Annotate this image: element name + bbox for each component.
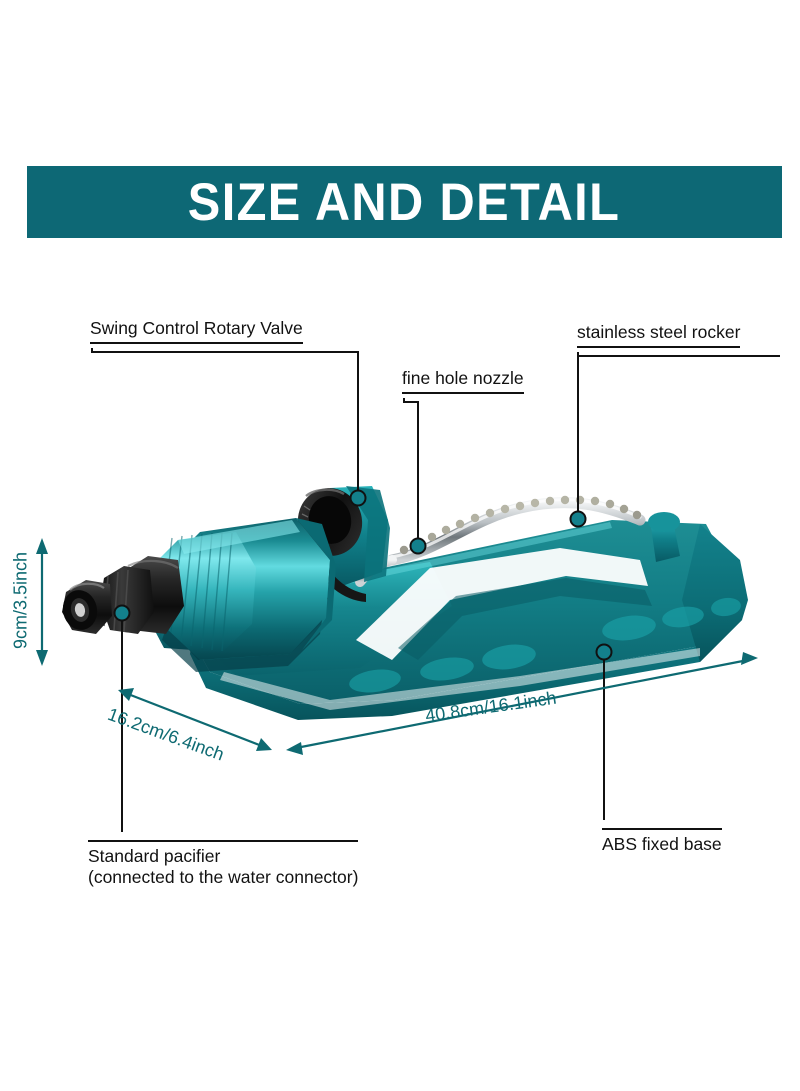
callout-swing-control-rotary-valve: Swing Control Rotary Valve	[90, 318, 303, 345]
abs-fixed-base-graphic	[190, 520, 748, 720]
callout-stainless-steel-rocker: stainless steel rocker	[577, 322, 741, 349]
standard-pacifier-graphic	[62, 556, 184, 634]
callout-standard-pacifier: Standard pacifier (connected to the wate…	[88, 840, 359, 889]
banner-title: SIZE AND DETAIL	[188, 172, 621, 232]
teal-cylinder-body-graphic	[146, 518, 336, 672]
dot-swing-valve	[349, 489, 367, 507]
callout-fine-hole-nozzle: fine hole nozzle	[402, 368, 524, 395]
stainless-steel-rocker-graphic	[355, 495, 680, 587]
callout-leader-dots	[113, 489, 613, 661]
dot-stainless-rocker	[569, 510, 587, 528]
dot-fine-hole-nozzle	[409, 537, 427, 555]
callout-standard-pacifier-line1: Standard pacifier	[88, 846, 221, 866]
callout-standard-pacifier-line2: (connected to the water connector)	[88, 867, 359, 888]
leader-fine-hole-nozzle	[403, 398, 419, 543]
dot-standard-pacifier	[113, 604, 131, 622]
callout-abs-fixed-base: ABS fixed base	[602, 828, 722, 855]
leader-swing-valve	[91, 348, 359, 496]
dimension-label-width: 40.8cm/16.1inch	[424, 687, 558, 726]
swing-control-rotary-valve-graphic	[294, 486, 390, 602]
dimension-arrow-height	[36, 538, 48, 666]
leader-stainless-rocker	[577, 352, 780, 516]
dimension-label-height: 9cm/3.5inch	[10, 551, 31, 650]
dot-abs-fixed-base	[595, 643, 613, 661]
base-pad-group	[349, 597, 741, 693]
size-and-detail-banner: SIZE AND DETAIL	[27, 166, 782, 238]
dimension-label-depth: 16.2cm/6.4inch	[105, 704, 227, 765]
fine-hole-nozzle-group	[399, 495, 642, 555]
callout-leader-lines	[91, 348, 780, 832]
